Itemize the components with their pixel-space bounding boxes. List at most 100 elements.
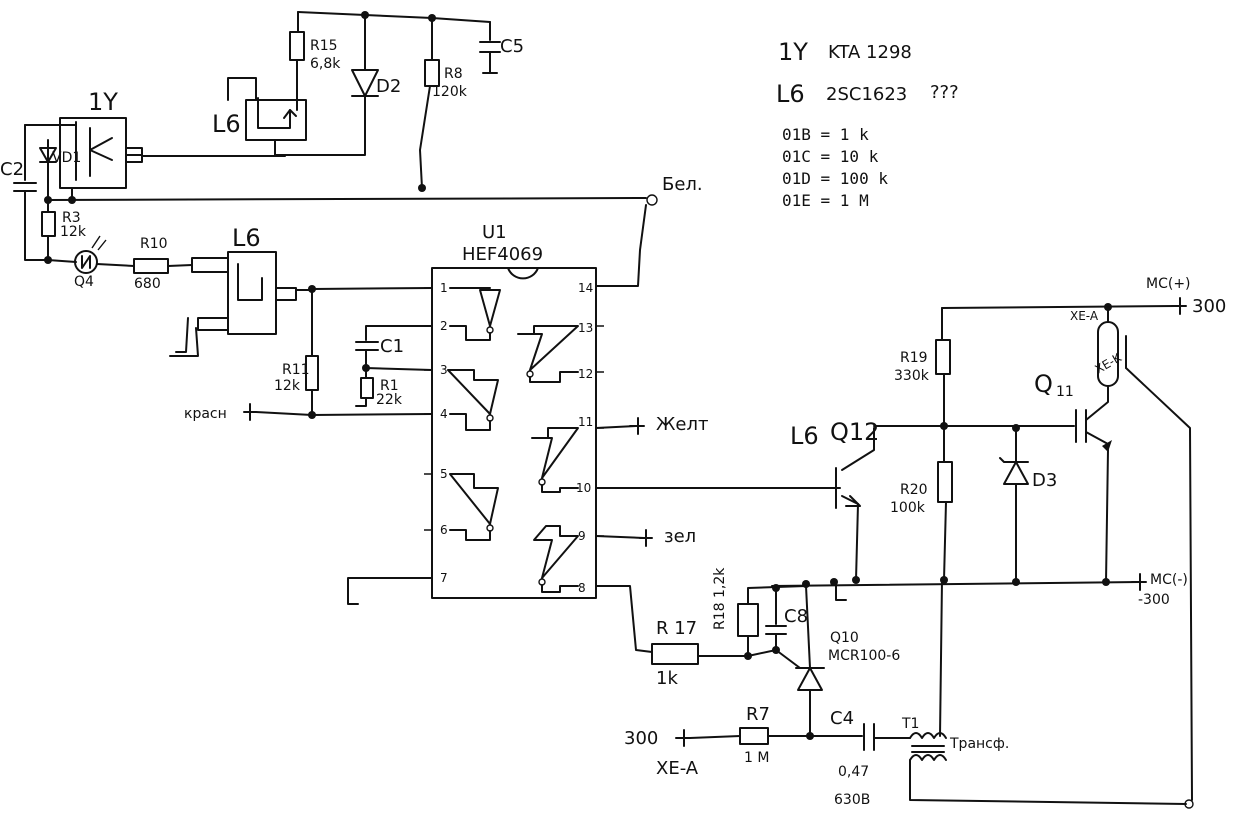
svg-text:100k: 100k xyxy=(890,500,926,516)
q4-phototransistor: Q4 xyxy=(47,235,135,290)
svg-text:Трансф.: Трансф. xyxy=(949,736,1009,752)
inverter-4 xyxy=(517,325,579,383)
svg-text:VD1: VD1 xyxy=(52,150,81,166)
svg-text:Q: Q xyxy=(1034,370,1053,398)
svg-text:630B: 630B xyxy=(834,792,870,808)
c5-capacitor: C5 xyxy=(479,21,524,74)
svg-text:R3: R3 xyxy=(62,210,81,226)
svg-text:R10: R10 xyxy=(140,236,168,252)
u1-ic: U1 HEF4069 1 2 3 4 5 6 7 14 13 12 11 10 … xyxy=(311,222,604,599)
svg-text:зел: зел xyxy=(664,526,696,547)
u1-notch xyxy=(507,267,539,280)
svg-text:U1: U1 xyxy=(482,222,507,243)
svg-text:12: 12 xyxy=(578,367,593,381)
inverter-3 xyxy=(449,473,499,541)
c1-r1-network: C1 R1 22k xyxy=(355,325,433,408)
mc-plus-rail: MC(+) 300 xyxy=(941,276,1226,317)
svg-text:01D = 100 k: 01D = 100 k xyxy=(782,169,888,188)
svg-text:01B = 1 k: 01B = 1 k xyxy=(782,125,869,144)
svg-text:R18 1,2k: R18 1,2k xyxy=(712,567,728,630)
svg-text:01C = 10 k: 01C = 10 k xyxy=(782,147,879,166)
inverter-5 xyxy=(531,427,579,493)
r8-resistor: R8 120k xyxy=(418,17,468,192)
r11-resistor: R11 12k xyxy=(274,288,319,419)
svg-text:1: 1 xyxy=(440,281,448,295)
svg-text:2SC1623: 2SC1623 xyxy=(826,84,907,105)
svg-text:1 M: 1 M xyxy=(744,750,769,766)
r20-resistor: R20 100k xyxy=(890,425,953,581)
svg-text:1Y: 1Y xyxy=(778,38,808,66)
svg-text:L6: L6 xyxy=(212,110,241,138)
svg-text:R19: R19 xyxy=(900,350,928,366)
svg-text:22k: 22k xyxy=(376,392,403,408)
svg-text:красн: красн xyxy=(184,406,227,422)
svg-text:R11: R11 xyxy=(282,362,310,378)
svg-text:???: ??? xyxy=(930,82,959,103)
inverter-2 xyxy=(447,369,499,431)
d2-diode: D2 xyxy=(284,14,401,156)
svg-text:D3: D3 xyxy=(1032,470,1057,491)
svg-text:13: 13 xyxy=(578,321,593,335)
svg-text:0,47: 0,47 xyxy=(838,764,869,780)
svg-text:D2: D2 xyxy=(376,76,401,97)
svg-text:Q12: Q12 xyxy=(830,418,879,446)
notes-block: 1Y KTA 1298 L6 2SC1623 ??? 01B = 1 k 01C… xyxy=(776,38,959,210)
bel-rail: Бел. xyxy=(44,174,703,287)
svg-text:8: 8 xyxy=(578,581,586,595)
inverter-6 xyxy=(533,525,579,593)
xe-connector: XE-A XE-K xyxy=(1070,306,1194,809)
svg-text:R20: R20 xyxy=(900,482,928,498)
svg-text:12k: 12k xyxy=(274,378,301,394)
svg-text:R15: R15 xyxy=(310,38,338,54)
svg-text:6,8k: 6,8k xyxy=(310,56,341,72)
svg-text:MCR100-6: MCR100-6 xyxy=(828,648,900,664)
svg-text:HEF4069: HEF4069 xyxy=(462,244,543,265)
l6-mid-transistor: L6 xyxy=(169,224,316,357)
svg-text:R1: R1 xyxy=(380,378,399,394)
q10-thyristor: Q10 MCR100-6 xyxy=(775,585,900,740)
c4-capacitor: C4 0,47 630B xyxy=(830,708,911,808)
svg-text:Q4: Q4 xyxy=(74,274,94,290)
u1-pin-ticks xyxy=(424,285,604,587)
svg-text:680: 680 xyxy=(134,276,161,292)
krasn-input: красн xyxy=(184,403,433,422)
inverter-1 xyxy=(449,287,501,341)
top-rail xyxy=(297,11,491,23)
svg-text:L6: L6 xyxy=(776,80,805,108)
svg-text:10: 10 xyxy=(576,481,591,495)
svg-text:-300: -300 xyxy=(1138,592,1170,608)
svg-text:R7: R7 xyxy=(746,704,770,725)
svg-text:11: 11 xyxy=(578,415,593,429)
r18-c8: R18 1,2k C8 xyxy=(712,567,808,657)
svg-text:Q10: Q10 xyxy=(830,630,859,646)
u1-right-pins: 14 13 12 11 10 9 8 xyxy=(576,281,593,595)
svg-text:330k: 330k xyxy=(894,368,930,384)
svg-text:T1: T1 xyxy=(901,716,919,732)
vd1-diode-c2: VD1 C2 xyxy=(0,124,81,261)
u1-body xyxy=(431,267,597,599)
svg-text:L6: L6 xyxy=(790,422,819,450)
svg-text:XE-A: XE-A xyxy=(1070,309,1099,323)
svg-text:Бел.: Бел. xyxy=(662,174,703,195)
r15-resistor: R15 6,8k xyxy=(289,11,341,111)
svg-text:Желт: Желт xyxy=(656,414,708,435)
r3-resistor: R3 12k xyxy=(41,199,87,264)
svg-text:01E = 1 M: 01E = 1 M xyxy=(782,191,869,210)
svg-text:12k: 12k xyxy=(60,224,87,240)
svg-text:300: 300 xyxy=(624,728,658,749)
svg-text:KTA 1298: KTA 1298 xyxy=(828,42,912,63)
svg-text:14: 14 xyxy=(578,281,593,295)
q11-igbt: Q 11 xyxy=(1015,370,1112,586)
iy-optocoupler: 1Y xyxy=(59,88,286,189)
r10-resistor: R10 680 xyxy=(133,236,193,292)
q12-transistor: L6 Q12 xyxy=(790,418,945,581)
svg-text:MC(+): MC(+) xyxy=(1146,276,1191,292)
svg-text:R 17: R 17 xyxy=(656,618,697,639)
svg-text:300: 300 xyxy=(1192,296,1226,317)
svg-text:120k: 120k xyxy=(432,84,468,100)
svg-text:MC(-): MC(-) xyxy=(1150,572,1188,588)
u1-left-pins: 1 2 3 4 5 6 7 xyxy=(311,281,448,585)
u1-external-connections: Желт зел xyxy=(347,414,837,653)
svg-text:4: 4 xyxy=(440,407,448,421)
